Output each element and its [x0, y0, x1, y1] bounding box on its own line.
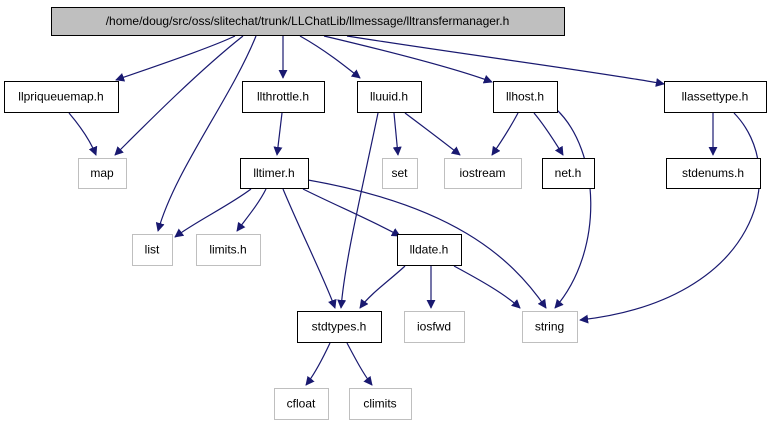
edge-stdtypes-to-cfloat — [305, 342, 331, 386]
node-box — [357, 81, 422, 113]
node-label: lluuid.h — [370, 90, 408, 104]
node-label: llpriqueuemap.h — [18, 90, 103, 104]
edge-lluuid-to-iostream — [404, 112, 461, 156]
node-box — [522, 311, 578, 343]
node-label: llhost.h — [506, 90, 544, 104]
node-label: lltimer.h — [253, 166, 294, 180]
node-set[interactable]: set — [382, 158, 418, 189]
edge-lldate-to-stdtypes — [359, 265, 406, 309]
edge-lltimer-to-stdtypes — [282, 188, 337, 309]
node-list[interactable]: list — [132, 234, 173, 266]
edge-llthrottle-to-lltimer — [273, 112, 283, 156]
node-label: set — [391, 166, 408, 180]
node-label: string — [535, 320, 564, 334]
node-label: llthrottle.h — [257, 90, 309, 104]
node-box — [397, 234, 462, 266]
edge-lltimer-to-limits — [236, 188, 267, 232]
node-box — [196, 234, 261, 266]
node-climits[interactable]: climits — [349, 388, 412, 420]
edge-root-to-llassettype — [346, 35, 665, 87]
edge-root-to-llpriqueuemap — [115, 35, 236, 82]
node-label: iosfwd — [417, 320, 451, 334]
node-box — [132, 234, 173, 266]
node-root[interactable]: /home/doug/src/oss/slitechat/trunk/LLCha… — [51, 7, 565, 36]
node-box — [666, 158, 761, 189]
node-stdtypes[interactable]: stdtypes.h — [297, 311, 382, 343]
node-box — [274, 388, 329, 420]
node-box — [664, 81, 767, 113]
node-box — [242, 81, 325, 113]
node-iosfwd[interactable]: iosfwd — [404, 311, 465, 343]
node-box — [349, 388, 412, 420]
edge-root-to-list — [155, 35, 257, 232]
node-box — [542, 158, 595, 189]
node-label: /home/doug/src/oss/slitechat/trunk/LLCha… — [106, 14, 510, 28]
node-cfloat[interactable]: cfloat — [274, 388, 329, 420]
edge-root-to-map — [114, 35, 244, 156]
node-label: net.h — [555, 166, 582, 180]
node-label: stdenums.h — [682, 166, 744, 180]
node-llassettype[interactable]: llassettype.h — [664, 81, 767, 113]
edge-lluuid-to-stdtypes — [337, 112, 379, 309]
node-label: stdtypes.h — [312, 320, 367, 334]
node-lltimer[interactable]: lltimer.h — [240, 158, 309, 189]
edge-llhost-to-net — [533, 112, 564, 156]
node-label: lldate.h — [410, 243, 449, 257]
node-llthrottle[interactable]: llthrottle.h — [242, 81, 325, 113]
node-box — [78, 158, 127, 189]
edge-lltimer-to-lldate — [302, 188, 401, 237]
nodes-layer: /home/doug/src/oss/slitechat/trunk/LLCha… — [4, 7, 767, 420]
node-box — [51, 7, 565, 36]
node-label: llassettype.h — [682, 90, 749, 104]
node-llpriqueuemap[interactable]: llpriqueuemap.h — [4, 81, 119, 113]
node-label: map — [90, 166, 114, 180]
node-string[interactable]: string — [522, 311, 578, 343]
edge-lldate-to-string — [453, 265, 521, 309]
node-limits[interactable]: limits.h — [196, 234, 261, 266]
edge-llassettype-to-string — [579, 112, 761, 324]
edge-stdtypes-to-climits — [346, 342, 373, 386]
node-label: climits — [363, 397, 396, 411]
node-lldate[interactable]: lldate.h — [397, 234, 462, 266]
edge-root-to-lluuid — [299, 35, 361, 79]
node-lluuid[interactable]: lluuid.h — [357, 81, 422, 113]
node-box — [404, 311, 465, 343]
edge-lltimer-to-string — [307, 179, 547, 309]
node-net[interactable]: net.h — [542, 158, 595, 189]
node-label: limits.h — [209, 243, 246, 257]
node-box — [444, 158, 522, 189]
node-box — [297, 311, 382, 343]
node-box — [493, 81, 558, 113]
node-label: list — [145, 243, 160, 257]
node-map[interactable]: map — [78, 158, 127, 189]
edge-lltimer-to-list — [174, 188, 252, 238]
node-iostream[interactable]: iostream — [444, 158, 522, 189]
node-stdenums[interactable]: stdenums.h — [666, 158, 761, 189]
node-box — [4, 81, 119, 113]
node-box — [382, 158, 418, 189]
node-box — [240, 158, 309, 189]
edge-llhost-to-string — [554, 108, 592, 309]
node-label: cfloat — [287, 397, 316, 411]
node-label: iostream — [459, 166, 505, 180]
edge-llhost-to-iostream — [491, 112, 519, 156]
node-llhost[interactable]: llhost.h — [493, 81, 558, 113]
edge-root-to-llhost — [323, 35, 493, 84]
edges-layer — [68, 35, 761, 386]
edge-llpriqueuemap-to-map — [68, 112, 98, 156]
edge-lluuid-to-set — [392, 112, 402, 156]
